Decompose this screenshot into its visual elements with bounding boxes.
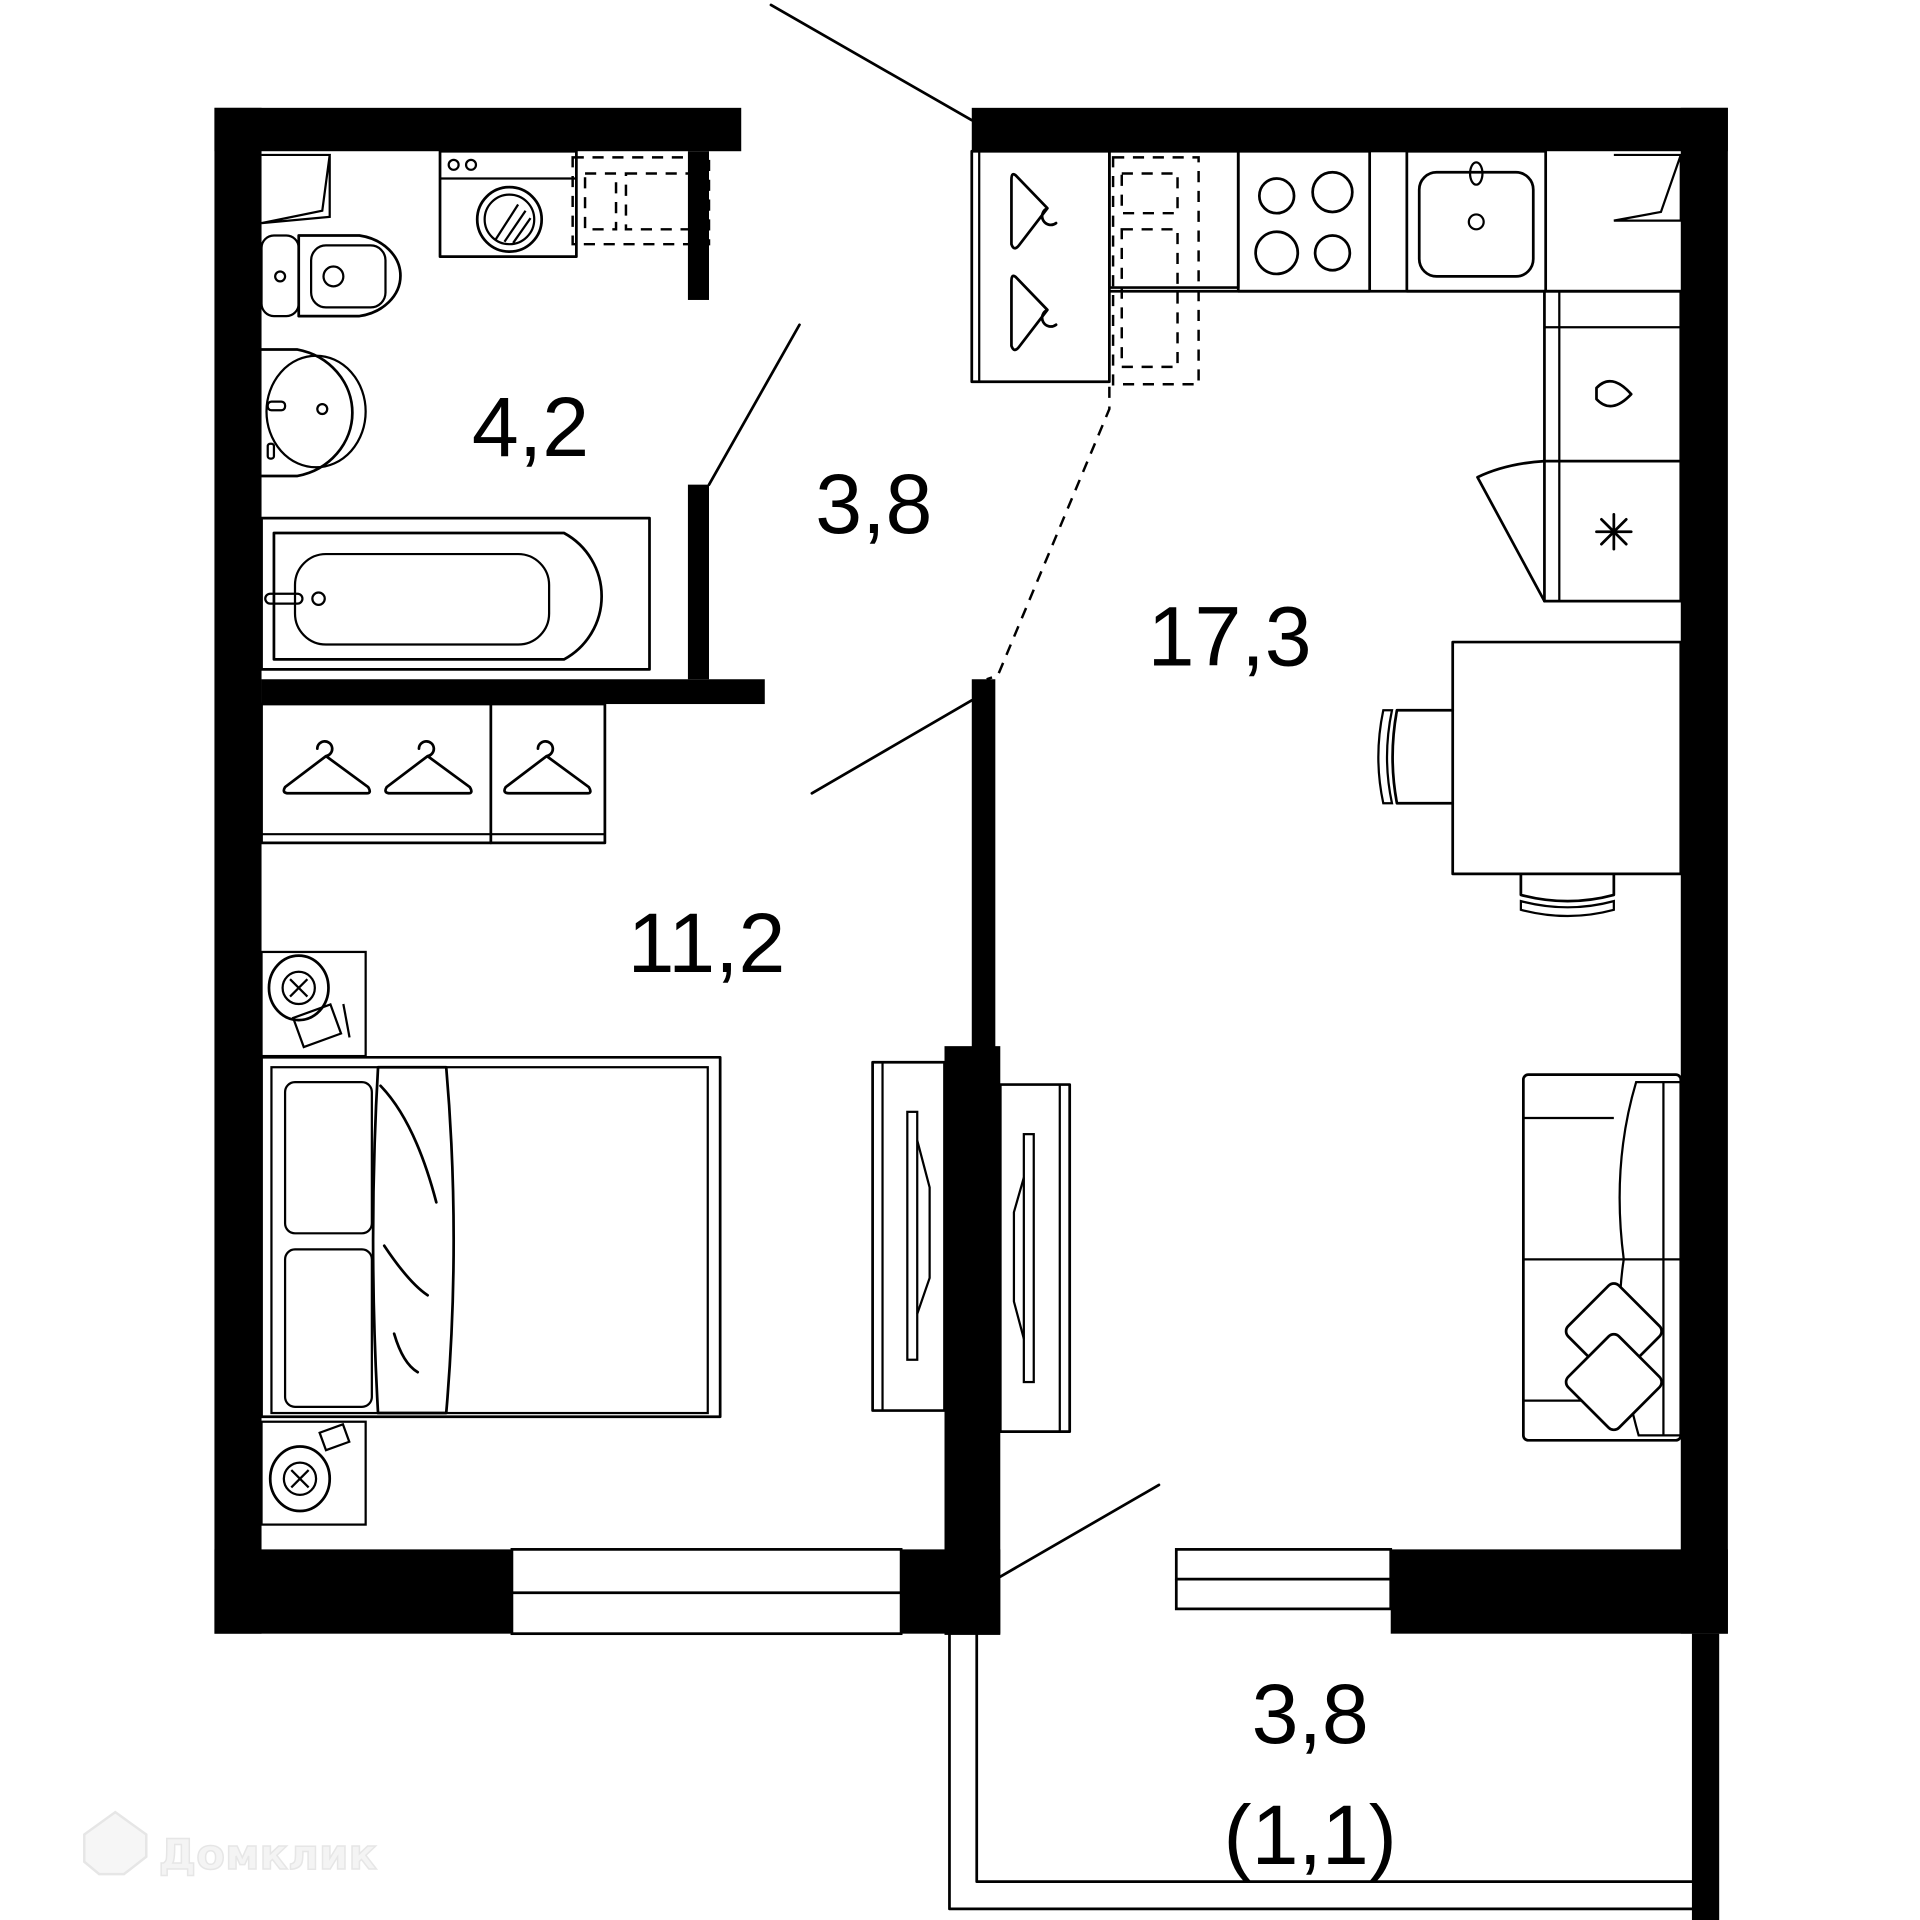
hanger-icon [282, 739, 592, 795]
room-area-balcony: 3,8 [1252, 1667, 1369, 1761]
windows [510, 1548, 1393, 1636]
room-area-kitchen-living: 17,3 [1148, 590, 1312, 684]
room-area-bedroom: 11,2 [628, 896, 786, 990]
doors [707, 3, 1161, 1579]
room-area-balcony-reduced: (1,1) [1224, 1788, 1397, 1882]
watermark: Домклик [83, 1810, 378, 1880]
room-area-hallway: 3,8 [815, 457, 932, 551]
bedroom-fixtures [260, 702, 946, 1526]
kitchen-fixtures [970, 149, 1683, 603]
walls [214, 107, 1728, 1920]
living-fixtures [998, 640, 1683, 1442]
room-area-bathroom: 4,2 [472, 380, 589, 474]
oven-icon [1595, 379, 1633, 408]
drum-hatch-icon [494, 203, 532, 244]
hanger-icon [1010, 172, 1058, 352]
bathroom-fixtures [260, 149, 711, 671]
room-labels: 4,2 3,8 17,3 11,2 3,8 (1,1) [472, 380, 1397, 1882]
snowflake-icon [1595, 513, 1633, 551]
domclick-logo-icon [83, 1810, 148, 1876]
watermark-text: Домклик [159, 1830, 377, 1879]
balcony-outline [948, 1632, 1694, 1911]
